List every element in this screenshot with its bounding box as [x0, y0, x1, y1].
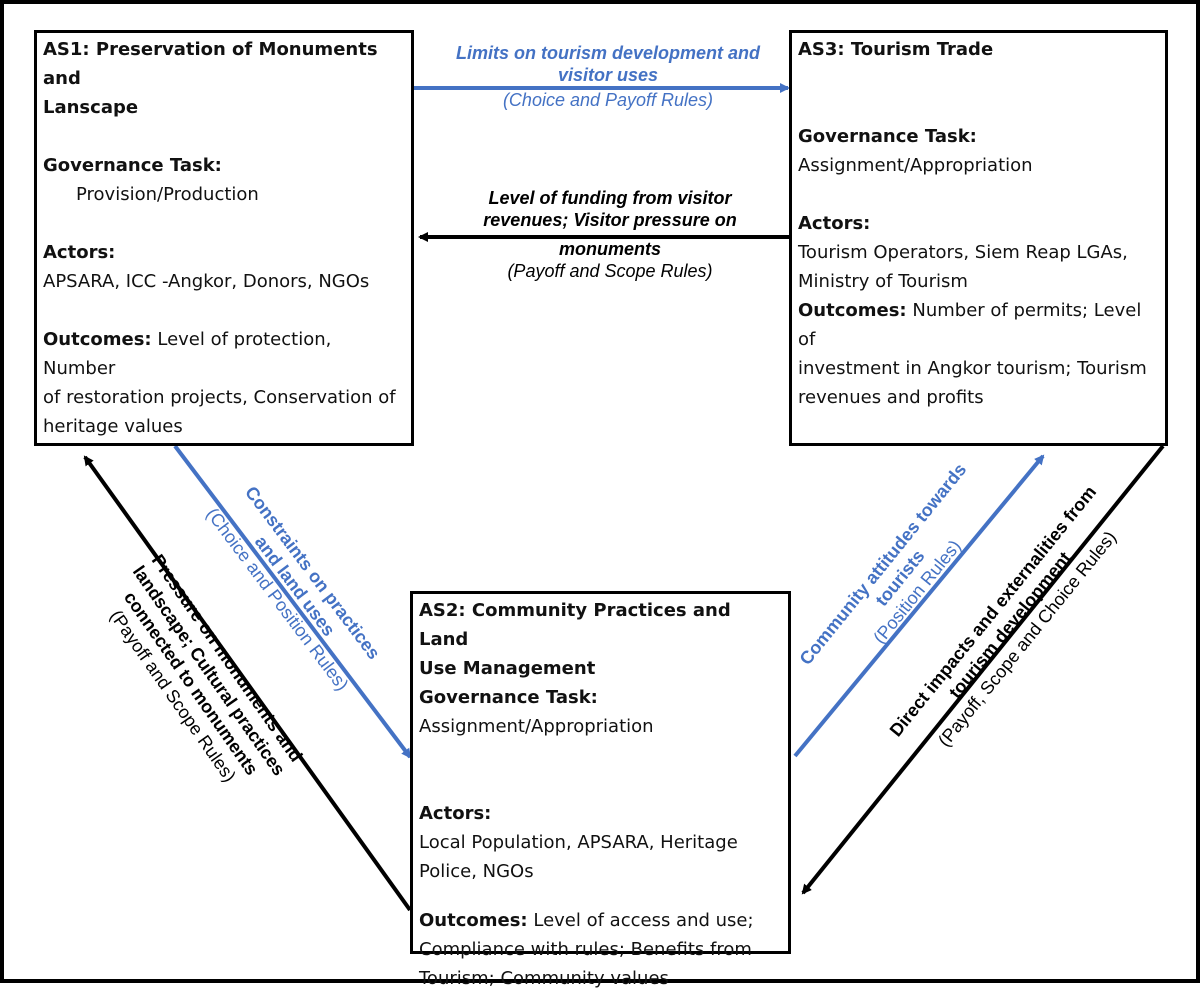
as1-outcomes-text: Level of protection, Number: [43, 329, 332, 379]
as3-box: AS3: Tourism Trade Governance Task: Assi…: [789, 30, 1168, 446]
arrow-as3-to-as2: [801, 444, 1165, 895]
as2-governance-value: Assignment/Appropriation: [419, 716, 654, 737]
label-as1-to-as3-rules: (Choice and Payoff Rules): [502, 90, 714, 110]
label-as3-to-as1-line3: monuments: [558, 239, 661, 259]
as3-governance-value: Assignment/Appropriation: [798, 155, 1033, 176]
label-as3-to-as1-line2: revenues; Visitor pressure on: [483, 210, 737, 230]
label-as3-to-as1-line1: Level of funding from visitor: [488, 188, 732, 208]
as2-box: AS2: Community Practices and Land Use Ma…: [410, 591, 791, 989]
label-as3-to-as1-rules: (Payoff and Scope Rules): [507, 261, 713, 281]
as3-actors-heading: Actors:: [798, 213, 871, 234]
as1-governance-heading: Governance Task:: [43, 155, 222, 176]
as3-actors-value-cont: Ministry of Tourism: [798, 271, 968, 292]
as2-actors-heading: Actors:: [419, 803, 492, 824]
as1-outcomes: Outcomes: Level of protection, Number: [43, 325, 405, 383]
as1-governance-value: Provision/Production: [76, 184, 259, 205]
arrow-as2-to-as1: [83, 455, 412, 912]
as3-outcomes-line2: investment in Angkor tourism; Tourism: [798, 358, 1147, 379]
label-as3-to-as1: Level of funding from visitor revenues; …: [430, 187, 790, 282]
label-as1-to-as3-line2: visitor uses: [557, 65, 659, 85]
as2-outcomes-text: Level of access and use;: [527, 910, 754, 931]
as2-outcomes-line3: Tourism; Community values: [419, 968, 669, 989]
as1-actors-value: APSARA, ICC -Angkor, Donors, NGOs: [43, 271, 370, 292]
as2-outcomes-heading: Outcomes:: [419, 910, 528, 931]
as2-title-cont: Use Management: [419, 658, 596, 679]
as3-outcomes-heading: Outcomes:: [798, 300, 907, 321]
label-as1-to-as3-line1: Limits on tourism development and: [455, 43, 761, 63]
as3-outcomes-line3: revenues and profits: [798, 387, 984, 408]
as1-outcomes-line2: of restoration projects, Conservation of: [43, 387, 396, 408]
as2-actors-value: Local Population, APSARA, Heritage: [419, 832, 738, 853]
as2-outcomes-line2: Compliance with rules; Benefits from: [419, 939, 752, 960]
as1-actors-heading: Actors:: [43, 242, 116, 263]
as3-governance-heading: Governance Task:: [798, 126, 977, 147]
as1-title: AS1: Preservation of Monuments and: [43, 39, 378, 89]
as2-outcomes: Outcomes: Level of access and use;: [419, 906, 782, 935]
as2-actors-value-cont: Police, NGOs: [419, 861, 534, 882]
as1-box: AS1: Preservation of Monuments and Lansc…: [34, 30, 414, 446]
as2-title: AS2: Community Practices and Land: [419, 600, 731, 650]
arrow-as2-to-as3: [793, 454, 1045, 758]
arrow-as1-to-as2: [173, 444, 412, 759]
as2-governance-heading: Governance Task:: [419, 687, 598, 708]
as1-outcomes-line3: heritage values: [43, 416, 183, 437]
as3-outcomes-text: Number of permits; Level of: [798, 300, 1142, 350]
as1-outcomes-heading: Outcomes:: [43, 329, 152, 350]
label-as1-to-as3: Limits on tourism development and visito…: [418, 42, 798, 111]
as3-outcomes: Outcomes: Number of permits; Level of: [798, 296, 1159, 354]
as3-actors-value: Tourism Operators, Siem Reap LGAs,: [798, 242, 1128, 263]
as1-title-cont: Lanscape: [43, 97, 139, 118]
as3-title: AS3: Tourism Trade: [798, 39, 994, 60]
